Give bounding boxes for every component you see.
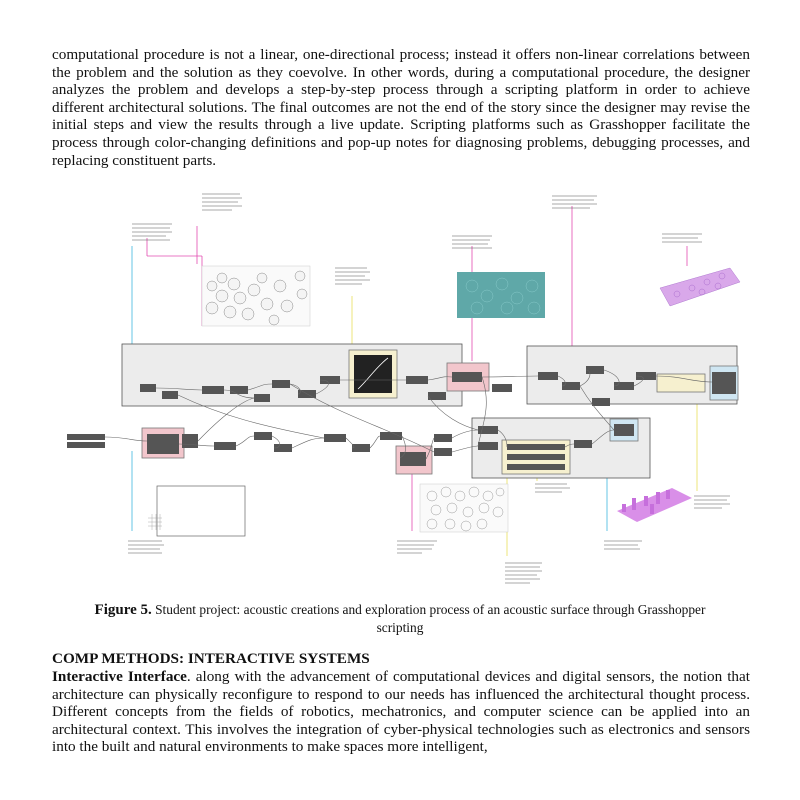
body-paragraph-2: Interactive Interface. along with the ad… bbox=[52, 668, 750, 756]
violet-mesh-render bbox=[659, 267, 741, 307]
run-in-heading: Interactive Interface bbox=[52, 668, 187, 685]
voronoi-grid-render bbox=[419, 483, 509, 533]
grasshopper-definition-figure bbox=[67, 193, 741, 584]
extruded-violet-render bbox=[617, 488, 692, 522]
component-groups bbox=[121, 343, 739, 479]
section-heading: COMP METHODS: INTERACTIVE SYSTEMS bbox=[52, 650, 370, 667]
figure-label: Figure 5. bbox=[94, 602, 152, 618]
teal-surface-render bbox=[457, 272, 545, 318]
components bbox=[67, 366, 736, 470]
voronoi-pattern-render bbox=[201, 265, 311, 327]
body-paragraph: computational procedure is not a linear,… bbox=[52, 46, 750, 169]
figure-caption: Figure 5. Student project: acoustic crea… bbox=[80, 601, 720, 636]
figure-caption-text: Student project: acoustic creations and … bbox=[151, 602, 706, 635]
blank-frame-render bbox=[148, 485, 246, 537]
wires bbox=[104, 369, 713, 460]
annotation-notes bbox=[128, 193, 730, 584]
paragraph-2-text: . along with the advancement of computat… bbox=[52, 668, 750, 756]
